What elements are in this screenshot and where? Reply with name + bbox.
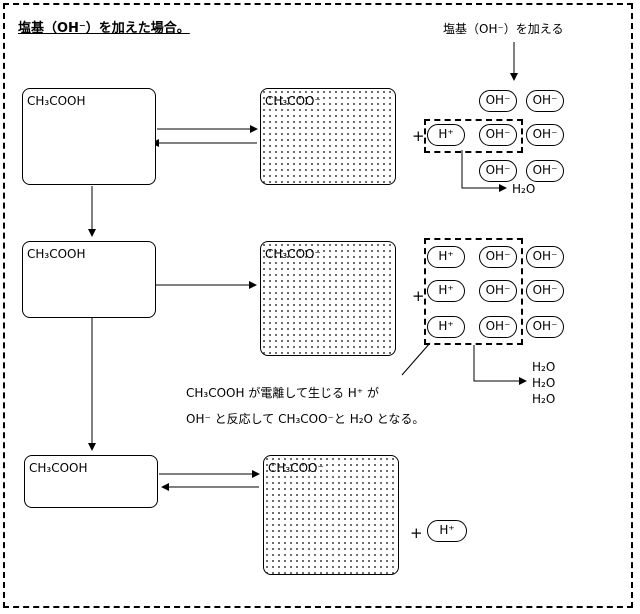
acetic-acid-box-1: CH₃COOH bbox=[22, 88, 156, 185]
acetic-acid-label-3: CH₃COOH bbox=[29, 461, 88, 475]
acetic-acid-label-2: CH₃COOH bbox=[27, 247, 86, 261]
reaction-group-2 bbox=[424, 238, 523, 345]
oh-ion-pill: OH⁻ bbox=[479, 316, 517, 338]
explanation-line-1: CH₃COOH が電離して生じる H⁺ が bbox=[186, 386, 379, 400]
oh-ion-pill: OH⁻ bbox=[479, 90, 517, 112]
acetic-acid-label-1: CH₃COOH bbox=[27, 94, 86, 108]
add-base-note: 塩基（OH⁻）を加える bbox=[443, 22, 564, 36]
acetate-box-1: CH₃COO⁻ bbox=[260, 88, 396, 185]
oh-ion-pill: OH⁻ bbox=[526, 160, 564, 182]
acetic-acid-box-3: CH₃COOH bbox=[24, 455, 158, 508]
plus-sign-1: + bbox=[412, 127, 425, 145]
h-ion-pill: H⁺ bbox=[427, 124, 465, 146]
water-product-2b: H₂O bbox=[532, 376, 556, 390]
acetate-label-3: CH₃COO⁻ bbox=[268, 461, 324, 475]
h-ion-pill: H⁺ bbox=[427, 316, 465, 338]
acetate-box-2: CH₃COO⁻ bbox=[260, 241, 396, 356]
acetate-box-3: CH₃COO⁻ bbox=[263, 455, 399, 575]
acetic-acid-box-2: CH₃COOH bbox=[22, 241, 156, 318]
explanation-line-2: OH⁻ と反応して CH₃COO⁻と H₂O となる。 bbox=[186, 412, 425, 426]
h-ion-pill: H⁺ bbox=[427, 520, 467, 542]
water-product-2c: H₂O bbox=[532, 392, 556, 406]
h-ion-pill: H⁺ bbox=[427, 280, 465, 302]
oh-ion-pill: OH⁻ bbox=[479, 246, 517, 268]
plus-sign-3: + bbox=[410, 524, 423, 542]
oh-ion-pill: OH⁻ bbox=[479, 160, 517, 182]
diagram-frame bbox=[3, 3, 633, 608]
oh-ion-pill: OH⁻ bbox=[479, 280, 517, 302]
oh-ion-pill: OH⁻ bbox=[526, 124, 564, 146]
oh-ion-pill: OH⁻ bbox=[526, 280, 564, 302]
h-ion-pill: H⁺ bbox=[427, 246, 465, 268]
acetate-label-1: CH₃COO⁻ bbox=[265, 94, 321, 108]
acetate-label-2: CH₃COO⁻ bbox=[265, 247, 321, 261]
oh-ion-pill: OH⁻ bbox=[526, 246, 564, 268]
reaction-group-1 bbox=[424, 119, 523, 153]
water-product-2a: H₂O bbox=[532, 360, 556, 374]
oh-ion-pill: OH⁻ bbox=[526, 316, 564, 338]
water-product-1: H₂O bbox=[512, 182, 536, 196]
diagram-title: 塩基（OH⁻）を加えた場合。 bbox=[18, 21, 190, 36]
oh-ion-pill: OH⁻ bbox=[479, 124, 517, 146]
oh-ion-pill: OH⁻ bbox=[526, 90, 564, 112]
plus-sign-2: + bbox=[412, 287, 425, 305]
